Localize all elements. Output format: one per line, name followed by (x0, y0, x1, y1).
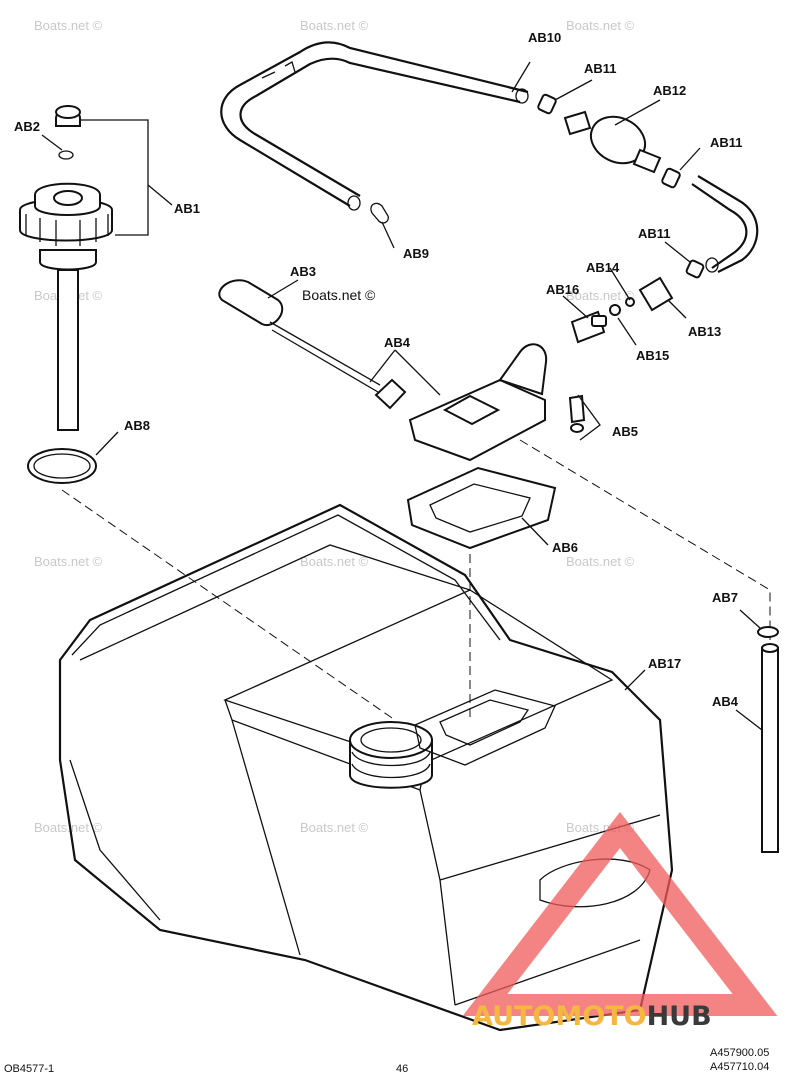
label-ab9: AB9 (403, 246, 429, 261)
label-ab7: AB7 (712, 590, 738, 605)
callout-labels: AB1 AB2 AB3 AB4 AB5 AB6 AB7 AB8 AB9 AB10… (14, 30, 743, 709)
watermark: Boats.net © (566, 18, 635, 33)
reference-code: A457900.05 (710, 1047, 769, 1059)
figure-code: OB4577-1 (4, 1063, 54, 1075)
primer-bulb-assembly (537, 93, 759, 279)
watermark-dark: Boats.net © (302, 287, 376, 303)
pickup-tube (757, 626, 779, 853)
label-ab8: AB8 (124, 418, 150, 433)
alignment-lines (61, 439, 771, 721)
watermark: Boats.net © (300, 820, 369, 835)
brand-name: AUTOMOTOHUB (472, 1001, 712, 1032)
label-ab17: AB17 (648, 656, 681, 671)
fuel-cap-assembly (19, 105, 113, 484)
fuel-sender-assembly (218, 279, 586, 550)
label-ab1: AB1 (174, 201, 200, 216)
label-ab3: AB3 (290, 264, 316, 279)
label-ab5: AB5 (612, 424, 638, 439)
watermark: Boats.net © (300, 554, 369, 569)
label-ab11: AB11 (710, 135, 743, 150)
page-number: 46 (396, 1063, 408, 1075)
watermark: Boats.net © (566, 554, 635, 569)
hose-clip (370, 202, 389, 224)
watermark: Boats.net © (566, 288, 635, 303)
brand-triangle-icon (462, 811, 778, 1016)
label-ab11: AB11 (638, 226, 671, 241)
label-ab4: AB4 (384, 335, 411, 350)
label-ab14: AB14 (586, 260, 620, 275)
label-ab13: AB13 (688, 324, 721, 339)
watermark: Boats.net © (34, 554, 103, 569)
label-ab16: AB16 (546, 282, 579, 297)
reference-code: A457710.04 (710, 1061, 769, 1073)
fuel-tank (58, 503, 674, 1032)
watermark: Boats.net © (34, 820, 103, 835)
watermark: Boats.net © (34, 18, 103, 33)
label-ab11: AB11 (584, 61, 617, 76)
label-ab12: AB12 (653, 83, 686, 98)
brand-logo: AUTOMOTOHUB (462, 811, 778, 1032)
fuel-hose (220, 41, 529, 211)
label-ab15: AB15 (636, 348, 669, 363)
label-ab4: AB4 (712, 694, 739, 709)
label-ab10: AB10 (528, 30, 561, 45)
tank-connector (570, 276, 674, 344)
watermark: Boats.net © (300, 18, 369, 33)
label-ab6: AB6 (552, 540, 578, 555)
leader-lines (41, 61, 763, 731)
label-ab2: AB2 (14, 119, 40, 134)
footer: OB4577-1 46 A457900.05 A457710.04 (4, 1047, 769, 1075)
